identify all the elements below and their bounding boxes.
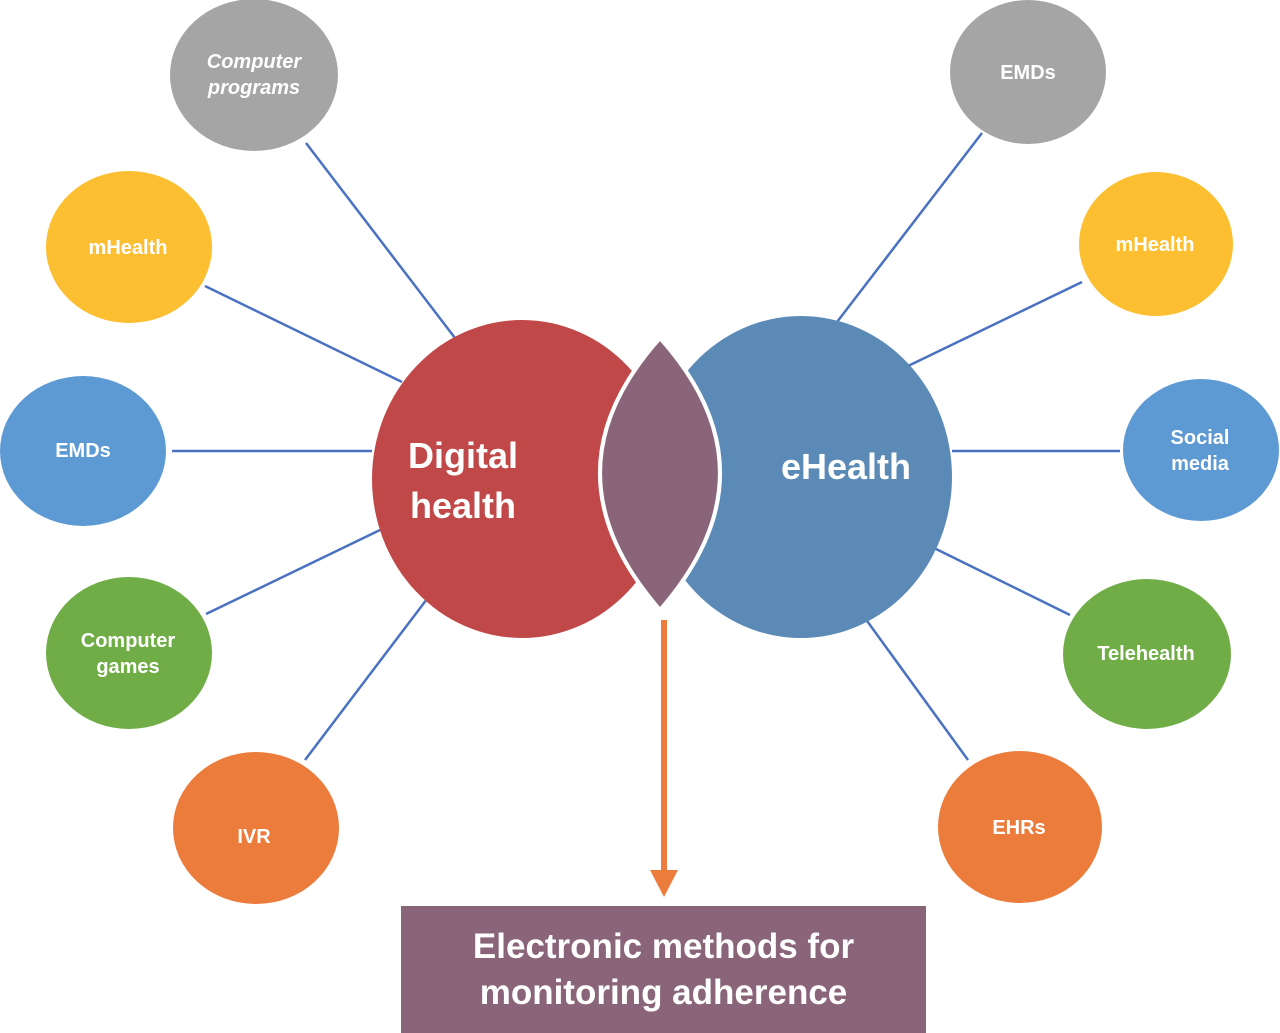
node-computer-programs-line2: programs [207,77,300,99]
node-computer-programs-line1: Computer [207,51,303,73]
ehealth-label: eHealth [781,446,911,487]
node-social-media-line1: Social [1171,427,1230,449]
ehealth-circle [650,316,952,638]
node-ehrs: EHRs [938,751,1102,903]
node-computer-programs-circle [170,0,338,151]
node-telehealth-circle [1063,579,1231,729]
node-emds-left-label: EMDs [55,440,111,462]
connector-emds-right [836,132,983,323]
node-computer-games-line2: games [96,656,159,678]
digital-health-label-line1: Digital [408,435,518,476]
connector-lines [172,132,1120,761]
node-mhealth-right-circle [1079,172,1233,316]
node-ivr: IVR [173,752,339,904]
node-computer-games-line1: Computer [81,630,176,652]
node-emds-left: EMDs [0,376,166,526]
node-ehrs-label: EHRs [992,817,1045,839]
node-mhealth-right-label: mHealth [1116,234,1195,256]
node-emds-left-circle [0,376,166,526]
node-computer-programs: Computer programs [170,0,338,151]
connector-computer-programs [305,142,456,339]
connector-mhealth-right [907,280,1083,368]
connector-computer-games [205,528,381,616]
digital-health-circle [372,320,672,638]
node-mhealth-left-label: mHealth [89,237,168,259]
node-emds-right-circle [950,0,1106,144]
arrow-to-result [650,620,678,897]
node-mhealth-left: mHealth [46,171,212,323]
node-ivr-label: IVR [237,826,271,848]
node-mhealth-right: mHealth [1079,172,1233,316]
arrow-head [650,870,678,897]
result-box: Electronic methods for monitoring adhere… [401,906,926,1033]
connector-ehrs [860,613,970,761]
connector-ivr [304,594,431,761]
connector-mhealth-left [204,284,403,384]
node-computer-games-circle [46,577,212,729]
node-emds-right: EMDs [950,0,1106,144]
connector-telehealth [933,546,1071,617]
node-telehealth: Telehealth [1063,579,1231,729]
venn-overlap [598,335,722,614]
node-emds-right-label: EMDs [1000,62,1056,84]
node-mhealth-left-circle [46,171,212,323]
node-computer-games: Computer games [46,577,212,729]
node-social-media-circle [1123,379,1279,521]
node-telehealth-label: Telehealth [1097,643,1194,665]
left-nodes: Computer programs mHealth EMDs Computer … [0,0,339,904]
node-ivr-circle [173,752,339,904]
digital-health-label-line2: health [410,485,516,526]
right-nodes: EMDs mHealth Social media Telehealth EHR… [938,0,1279,903]
node-social-media: Social media [1123,379,1279,521]
node-ehrs-circle [938,751,1102,903]
node-social-media-line2: media [1171,453,1230,475]
result-label: Electronic methods for monitoring adhere… [472,926,855,1012]
